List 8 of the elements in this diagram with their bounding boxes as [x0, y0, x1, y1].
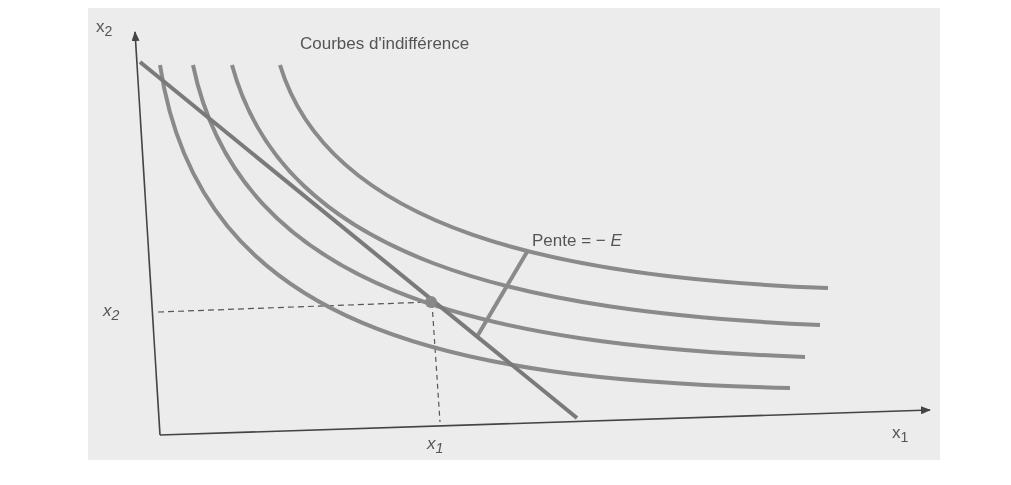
leader-line — [476, 251, 529, 336]
axis-label: x$_{2}$ — [96, 18, 113, 39]
axis-label: x$_{1}$ — [892, 424, 909, 445]
budget-line — [138, 60, 579, 420]
slope-label: Pente = − E — [532, 232, 622, 249]
value-label: x$_{2}$ — [103, 302, 120, 323]
curve-label: Courbes d'indifférence — [300, 35, 470, 52]
value-label: x$_{1}$ — [427, 435, 444, 456]
